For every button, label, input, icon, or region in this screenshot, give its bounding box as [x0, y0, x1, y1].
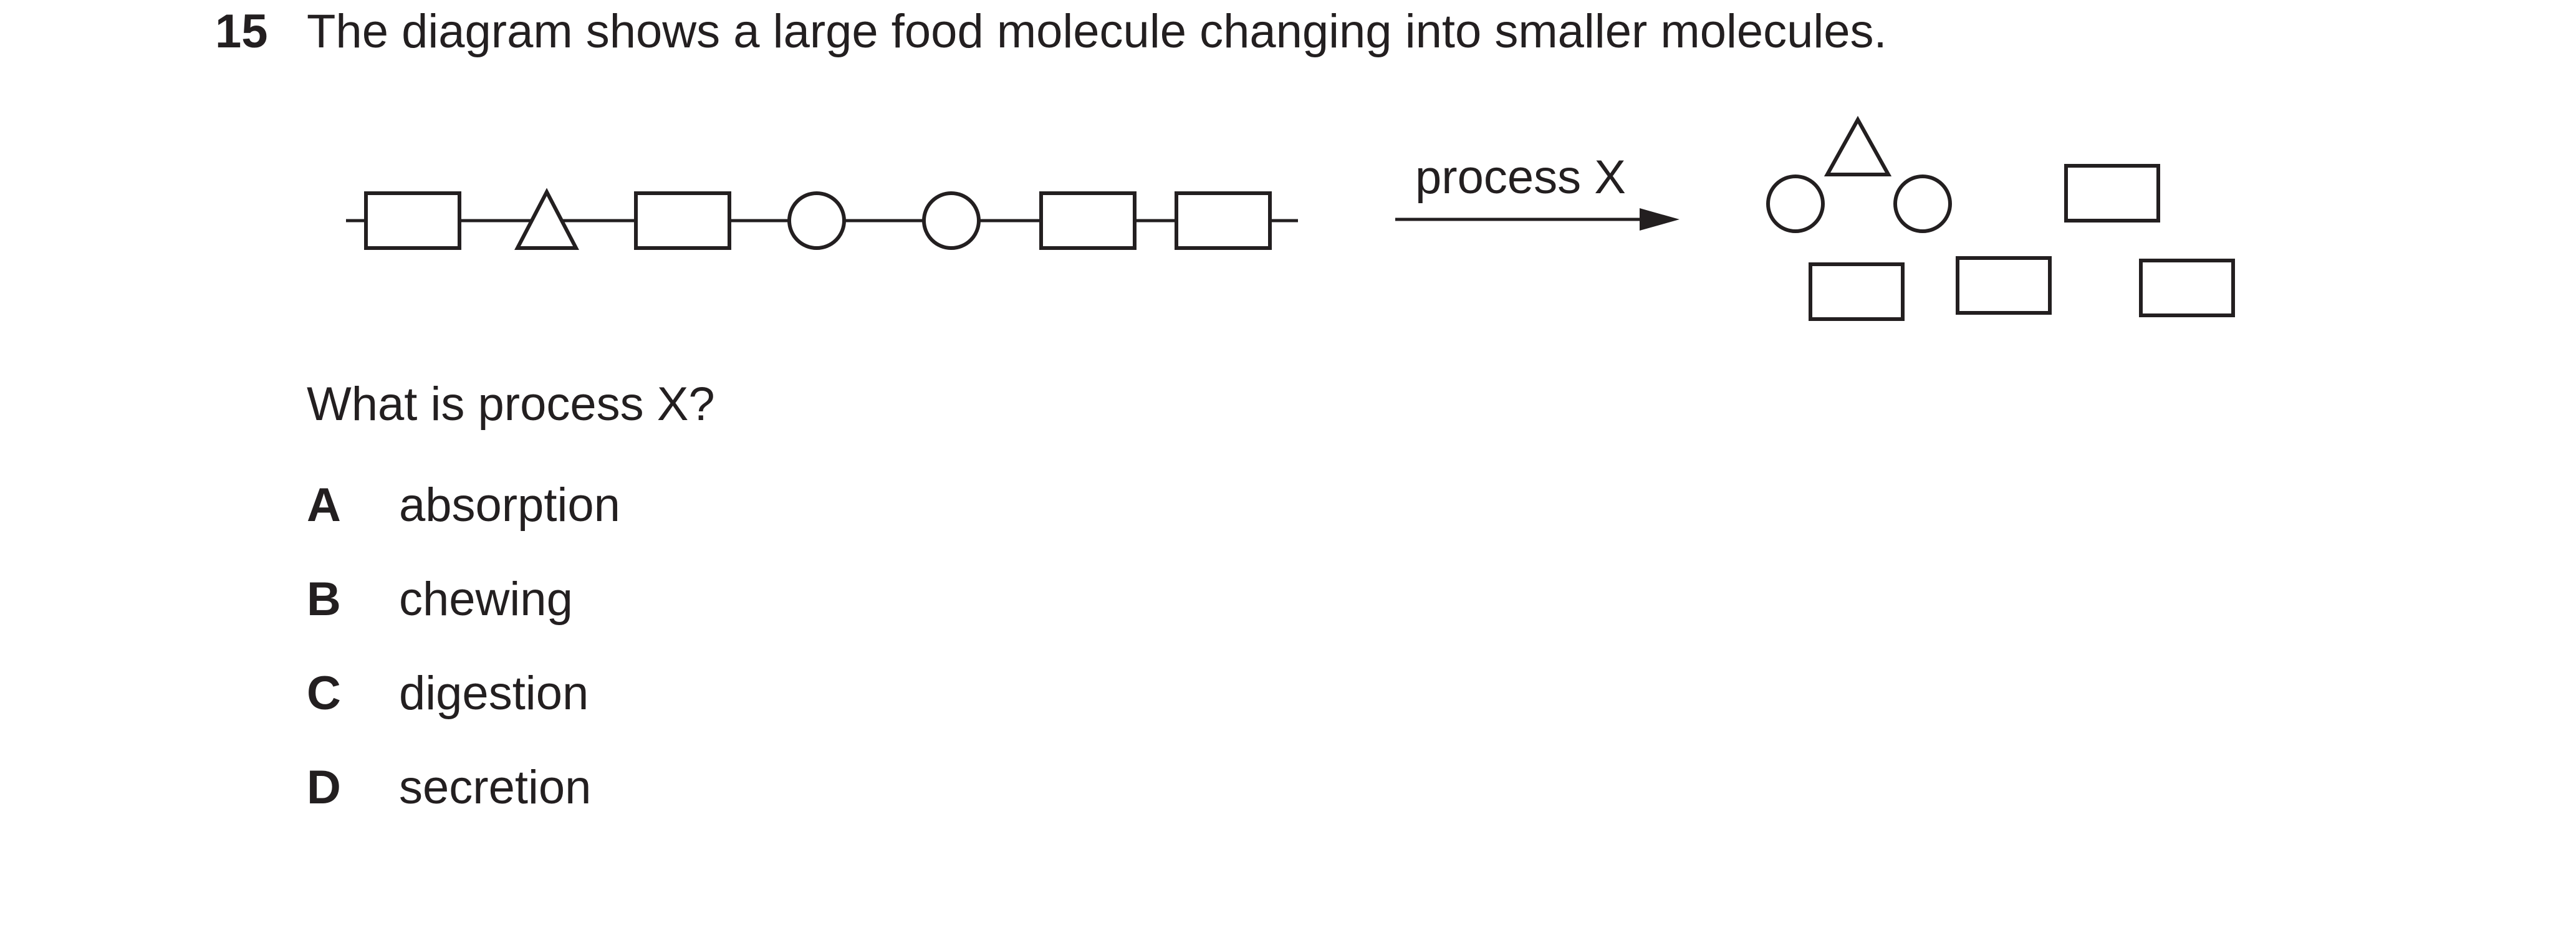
question-prompt: What is process X? [307, 378, 715, 431]
option-c[interactable]: C digestion [307, 666, 620, 760]
large-food-molecule [346, 188, 1298, 250]
chain-circle [787, 191, 846, 250]
process-arrow: process X [1395, 151, 1680, 231]
option-text: secretion [399, 761, 592, 814]
chain-rectangle [364, 191, 461, 250]
product-circle [1893, 175, 1952, 233]
question-stem: The diagram shows a large food molecule … [307, 5, 1887, 58]
option-b[interactable]: B chewing [307, 572, 620, 666]
product-triangle [1824, 115, 1892, 176]
option-d[interactable]: D secretion [307, 760, 620, 854]
arrow-label: process X [1415, 151, 1626, 204]
product-rectangle [2139, 259, 2235, 317]
smaller-molecules [1766, 115, 2235, 321]
product-rectangle [1956, 256, 2052, 315]
product-rectangle [2064, 164, 2160, 222]
question-number: 15 [215, 5, 268, 58]
chain-rectangle [1039, 191, 1137, 250]
option-letter: C [307, 667, 341, 720]
option-text: absorption [399, 479, 620, 532]
chain-circle [922, 191, 981, 250]
option-text: chewing [399, 573, 573, 626]
chain-rectangle [1175, 191, 1272, 250]
option-letter: B [307, 573, 341, 626]
chain-triangle [514, 188, 579, 250]
option-letter: D [307, 761, 341, 814]
option-letter: A [307, 479, 341, 532]
chain-rectangle [634, 191, 731, 250]
product-rectangle [1809, 262, 1905, 321]
option-text: digestion [399, 667, 589, 720]
option-a[interactable]: A absorption [307, 477, 620, 572]
answer-options: A absorption B chewing C digestion D sec… [307, 477, 620, 854]
arrow-head-icon [1640, 208, 1680, 231]
product-circle [1766, 175, 1825, 233]
molecule-diagram: process X [346, 115, 2235, 321]
